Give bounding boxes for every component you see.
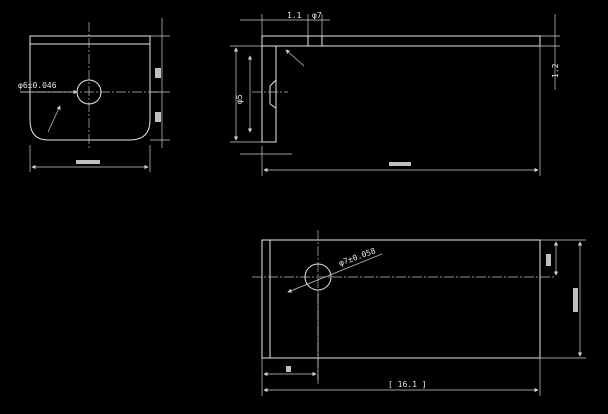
left-vert-label: φ5 xyxy=(235,94,244,104)
view-front-left: φ6±0.046 xyxy=(18,18,170,172)
view-section-right: 1.1 φ7 φ5 1.2 xyxy=(230,11,560,176)
hole-bottom-label: φ7±0.058 xyxy=(338,246,377,268)
bottom-overall-label: [ 16.1 ] xyxy=(388,380,427,389)
hole-circle-bottom xyxy=(304,263,332,291)
hole-left-label: φ6±0.046 xyxy=(18,81,57,90)
right-dim-a-label: 1.2 xyxy=(551,63,560,78)
top-small-dim-label: 1.1 xyxy=(287,11,302,20)
view-plan-bottom: φ7±0.058 [ 16.1 ] xyxy=(252,230,586,396)
top-phi-label: φ7 xyxy=(312,11,322,20)
